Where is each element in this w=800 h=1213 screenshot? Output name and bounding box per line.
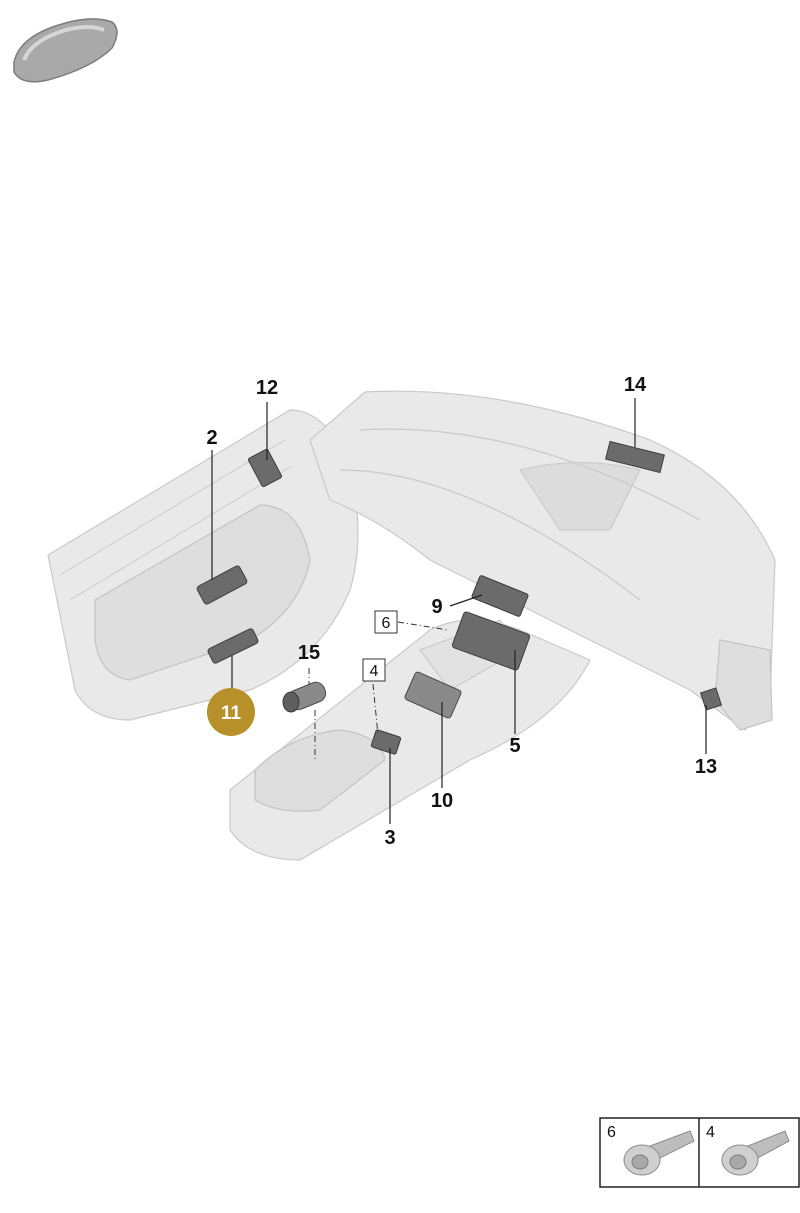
callout-3: 3 (384, 827, 395, 849)
callout-10: 10 (431, 790, 453, 812)
part-11-switch (207, 628, 259, 664)
door-panel (47, 409, 359, 721)
part-13-switch (699, 687, 723, 711)
callout-5: 5 (509, 735, 520, 757)
dashboard (309, 390, 776, 731)
part-12-switch (247, 448, 283, 488)
screw-6-icon (623, 1130, 695, 1176)
boxed-ref-6: 6 (374, 610, 398, 634)
svg-text:11: 11 (221, 703, 242, 724)
svg-text:4: 4 (370, 663, 379, 680)
highlight-callout-11[interactable]: 11 (207, 688, 255, 736)
callout-13: 13 (695, 756, 717, 778)
part-2-window-switch (196, 565, 248, 605)
part-10-switch (404, 671, 462, 719)
part-3-switch (370, 729, 402, 755)
legend-label-6: 6 (607, 1124, 616, 1141)
boxed-ref-4: 4 (362, 658, 386, 682)
callout-15: 15 (298, 642, 320, 664)
callout-12: 12 (256, 377, 278, 399)
screw-4-icon (721, 1130, 790, 1176)
svg-text:6: 6 (382, 615, 391, 632)
fastener-legend: 6 4 (599, 1117, 800, 1188)
legend-label-4: 4 (706, 1124, 715, 1141)
car-thumbnail-icon[interactable] (13, 18, 118, 83)
callout-2: 2 (206, 427, 217, 449)
part-9-switch-panel (471, 575, 529, 617)
part-5-control-unit (451, 611, 531, 671)
part-15-socket (282, 681, 327, 713)
center-console (229, 619, 591, 861)
part-14-sensor (605, 440, 665, 474)
callout-14: 14 (624, 374, 647, 396)
callout-9: 9 (431, 596, 442, 618)
